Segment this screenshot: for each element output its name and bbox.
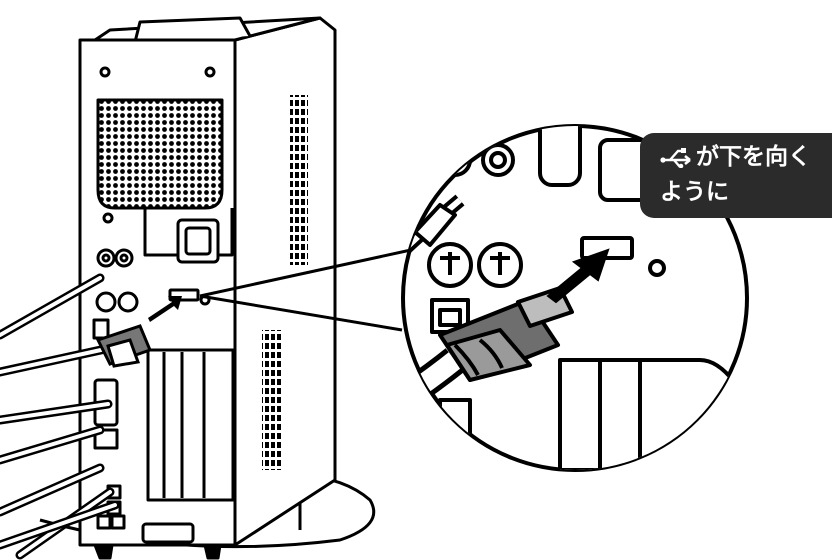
callout-text-line-2: ように <box>660 177 832 208</box>
tower-side-panel <box>235 18 335 545</box>
callout-text-line-1: が下を向く <box>696 144 811 170</box>
expansion-slots <box>148 350 233 500</box>
usb-trident-icon <box>660 146 694 177</box>
orientation-callout: が下を向く ように <box>640 133 832 218</box>
fan-grille <box>98 100 222 208</box>
callout-line-1: が下を向く <box>660 142 832 177</box>
